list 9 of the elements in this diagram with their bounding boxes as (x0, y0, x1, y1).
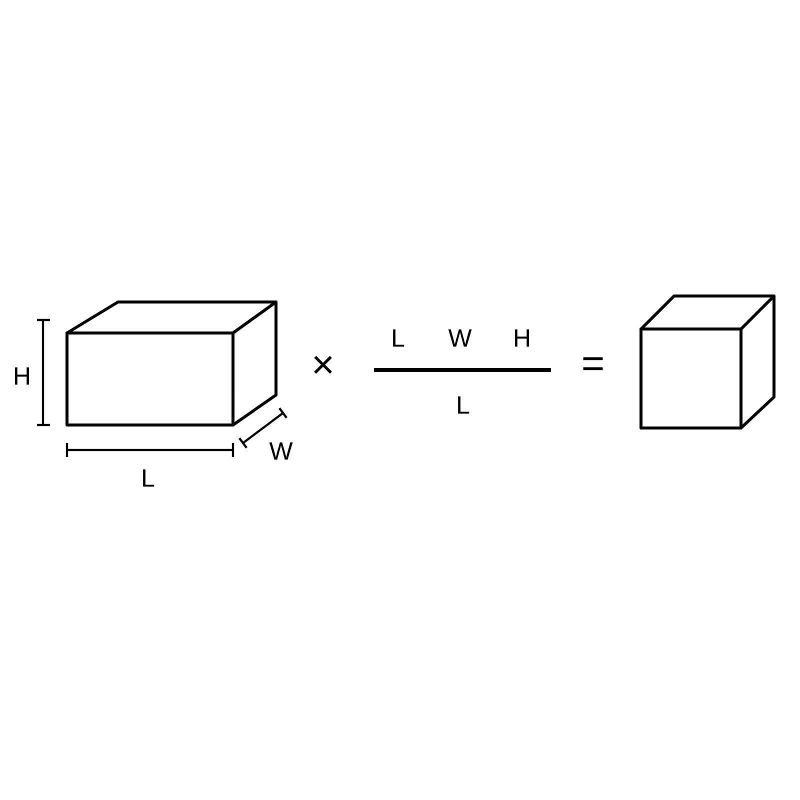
dimension-label: W (269, 442, 293, 460)
formula-letter: L (458, 396, 470, 414)
dimension-label: L (143, 469, 154, 487)
formula-letter: H (515, 329, 529, 347)
equals-sign: = (583, 357, 603, 370)
formula-letter: L (393, 329, 404, 347)
formula-letter: W (448, 329, 472, 347)
multiply-sign: × (314, 356, 332, 374)
dimension-label: H (15, 367, 29, 385)
